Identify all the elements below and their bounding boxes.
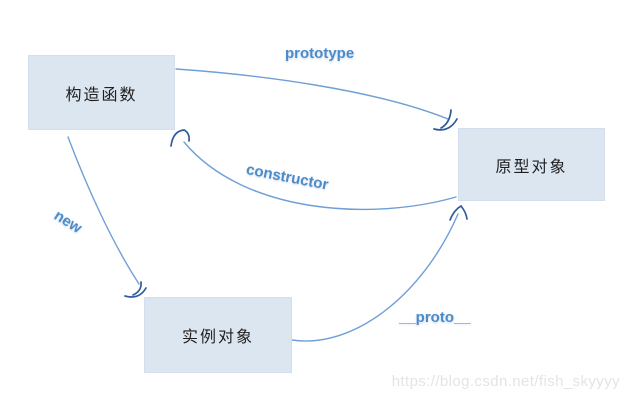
watermark-text: https://blog.csdn.net/fish_skyyyy bbox=[391, 373, 620, 390]
constructor-arrow bbox=[170, 129, 457, 211]
node-instance-object-label: 实例对象 bbox=[181, 329, 254, 346]
node-constructor-function-label: 构造函数 bbox=[65, 86, 138, 104]
node-prototype-object: 原型对象 bbox=[458, 128, 605, 201]
new-arrow bbox=[67, 136, 147, 298]
node-instance-object: 实例对象 bbox=[144, 297, 292, 373]
proto-arrow bbox=[291, 205, 468, 342]
prototype-arrow bbox=[175, 68, 458, 131]
node-prototype-object-label: 原型对象 bbox=[495, 158, 568, 176]
edge-label-proto: __proto__ bbox=[399, 309, 471, 326]
node-constructor-function: 构造函数 bbox=[28, 55, 175, 130]
edge-label-prototype: prototype bbox=[285, 45, 355, 62]
